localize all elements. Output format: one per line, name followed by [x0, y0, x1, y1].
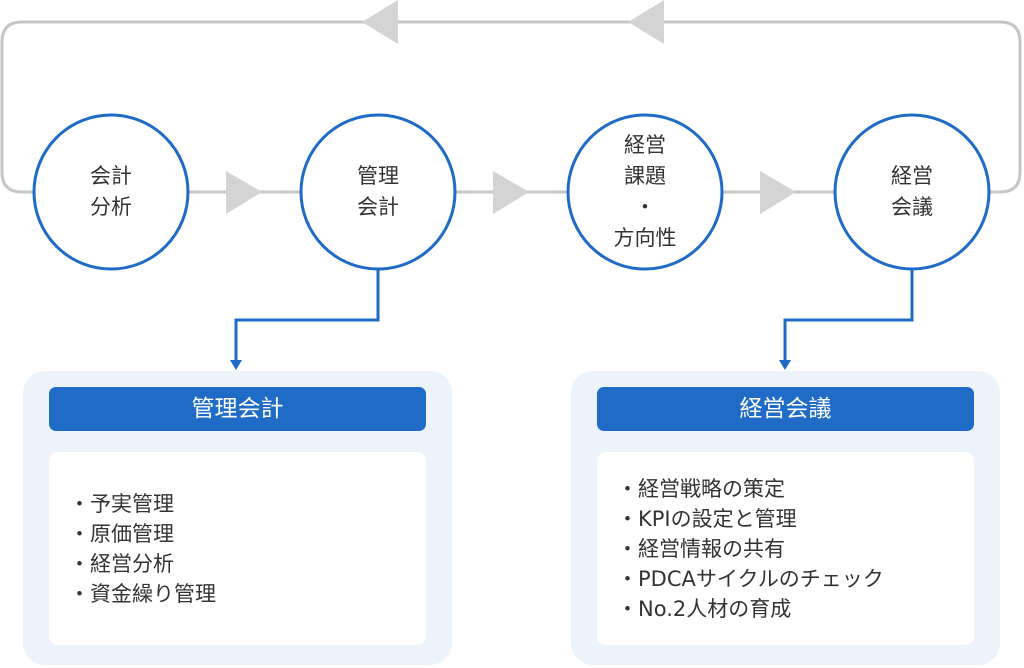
- panel-title: 管理会計: [49, 387, 426, 431]
- node-circle-management-accounting: [299, 113, 457, 271]
- node-label-line: 分析: [90, 195, 132, 219]
- list-item: 資金繰り管理: [69, 579, 426, 609]
- node-label-line: ・: [634, 195, 656, 219]
- node-circle-management-issues: [566, 113, 724, 271]
- loop-arrow-left-icon: [628, 0, 664, 44]
- panel-management-accounting: 管理会計 予実管理 原価管理 経営分析 資金繰り管理: [23, 371, 452, 665]
- panel-body: 経営戦略の策定 KPIの設定と管理 経営情報の共有 PDCAサイクルのチェック …: [597, 452, 974, 645]
- connector-arrow-down-icon: [779, 360, 791, 370]
- node-label-line: 経営: [891, 164, 933, 188]
- list-item: 経営情報の共有: [617, 534, 974, 564]
- feedback-loop-line: [0, 20, 1022, 194]
- node-label-line: 経営: [624, 133, 666, 157]
- flow-arrow-right-icon: [493, 171, 529, 214]
- panel-management-meeting: 経営会議 経営戦略の策定 KPIの設定と管理 経営情報の共有 PDCAサイクルの…: [571, 371, 1000, 665]
- panel-title: 経営会議: [597, 387, 974, 431]
- flow-arrow-right-icon: [760, 171, 796, 214]
- node-label-line: 会計: [357, 195, 399, 219]
- list-item: 予実管理: [69, 489, 426, 519]
- list-item: PDCAサイクルのチェック: [617, 564, 974, 594]
- node-label-management-issues: 経営 課題 ・ 方向性: [570, 130, 720, 254]
- node-label-line: 会議: [891, 195, 933, 219]
- connector-arrow-down-icon: [230, 360, 242, 370]
- node-label-line: 会計: [90, 164, 132, 188]
- panel-body: 予実管理 原価管理 経営分析 資金繰り管理: [49, 452, 426, 645]
- connector-management-accounting: [234, 270, 380, 362]
- connector-management-meeting: [783, 270, 914, 362]
- item-list: 経営戦略の策定 KPIの設定と管理 経営情報の共有 PDCAサイクルのチェック …: [597, 474, 974, 624]
- node-label-accounting-analysis: 会計 分析: [36, 161, 186, 223]
- loop-arrow-left-icon: [362, 0, 398, 44]
- list-item: 経営戦略の策定: [617, 474, 974, 504]
- node-circle-management-meeting: [833, 113, 991, 271]
- node-label-management-accounting: 管理 会計: [303, 161, 453, 223]
- node-circle-accounting-analysis: [32, 113, 190, 271]
- node-label-line: 課題: [624, 164, 666, 188]
- list-item: 原価管理: [69, 519, 426, 549]
- list-item: 経営分析: [69, 549, 426, 579]
- list-item: KPIの設定と管理: [617, 504, 974, 534]
- flow-arrow-right-icon: [226, 171, 262, 214]
- list-item: No.2人材の育成: [617, 594, 974, 624]
- node-label-line: 管理: [357, 164, 399, 188]
- node-label-line: 方向性: [613, 226, 677, 250]
- node-label-management-meeting: 経営 会議: [837, 161, 987, 223]
- item-list: 予実管理 原価管理 経営分析 資金繰り管理: [49, 489, 426, 609]
